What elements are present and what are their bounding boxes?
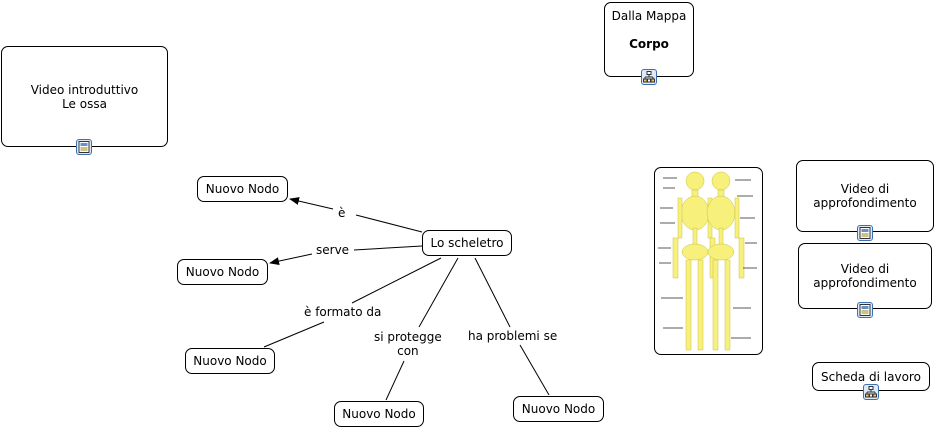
link-line-formato-2 — [263, 321, 325, 348]
document-image-icon[interactable] — [857, 225, 873, 241]
link-label-text: con — [397, 344, 419, 358]
resource-title: Dalla Mappa — [611, 9, 687, 23]
concept-nuovo-nodo-2[interactable]: Nuovo Nodo — [177, 259, 268, 285]
concept-lo-scheletro[interactable]: Lo scheletro — [422, 230, 512, 256]
link-label-e[interactable]: è — [335, 206, 349, 220]
link-line-formato — [351, 257, 442, 304]
link-line-e — [355, 214, 423, 233]
concept-nuovo-nodo-1[interactable]: Nuovo Nodo — [197, 176, 288, 202]
link-label-ha-problemi-se[interactable]: ha problemi se — [465, 329, 561, 343]
resource-title: Scheda di lavoro — [821, 369, 921, 384]
concept-map-icon[interactable] — [641, 69, 657, 85]
resource-video-approfondimento-1[interactable]: Video di approfondimento — [796, 160, 934, 232]
link-label-text: è — [338, 206, 346, 220]
concept-nuovo-nodo-5[interactable]: Nuovo Nodo — [513, 396, 604, 422]
link-label-si-protegge-con[interactable]: si protegge con — [371, 330, 445, 358]
link-label-text: è formato da — [304, 305, 382, 319]
concept-map-icon[interactable] — [863, 384, 879, 400]
resource-video-approfondimento-2[interactable]: Video di approfondimento — [798, 243, 932, 309]
concept-label: Nuovo Nodo — [193, 354, 267, 368]
link-line-problemi-2 — [519, 344, 550, 396]
skeleton-image[interactable] — [654, 167, 763, 355]
link-line-e-arrow — [289, 197, 334, 210]
concept-label: Nuovo Nodo — [205, 182, 280, 196]
link-line-problemi — [474, 257, 511, 328]
link-line-protegge — [418, 257, 459, 328]
link-label-text: ha problemi se — [468, 329, 558, 343]
resource-title: Video di — [840, 262, 890, 276]
resource-title: Video introduttivo — [30, 82, 139, 97]
resource-subtitle: Corpo — [629, 37, 669, 51]
resource-subtitle: Le ossa — [62, 96, 107, 111]
link-line-serve-arrow — [269, 253, 313, 266]
resource-video-introduttivo[interactable]: Video introduttivo Le ossa — [1, 46, 168, 147]
skeleton-illustration — [658, 171, 757, 351]
document-image-icon[interactable] — [857, 302, 873, 318]
resource-subtitle: approfondimento — [813, 196, 917, 210]
resource-title: Video di — [840, 182, 890, 196]
link-line-serve — [353, 245, 423, 251]
link-label-serve[interactable]: serve — [313, 243, 353, 257]
link-label-text: si protegge — [374, 330, 442, 344]
concept-label: Lo scheletro — [430, 236, 504, 250]
concept-nuovo-nodo-4[interactable]: Nuovo Nodo — [334, 401, 424, 427]
resource-subtitle: approfondimento — [813, 276, 917, 290]
concept-label: Nuovo Nodo — [342, 407, 416, 421]
resource-dalla-mappa-corpo[interactable]: Dalla Mappa Corpo — [604, 2, 694, 77]
link-label-text: serve — [316, 243, 350, 257]
concept-nuovo-nodo-3[interactable]: Nuovo Nodo — [185, 348, 275, 374]
link-line-protegge-2 — [385, 360, 405, 401]
link-label-formato-da[interactable]: è formato da — [301, 305, 385, 319]
document-image-icon[interactable] — [76, 139, 92, 155]
concept-label: Nuovo Nodo — [185, 265, 260, 279]
concept-label: Nuovo Nodo — [521, 402, 596, 416]
